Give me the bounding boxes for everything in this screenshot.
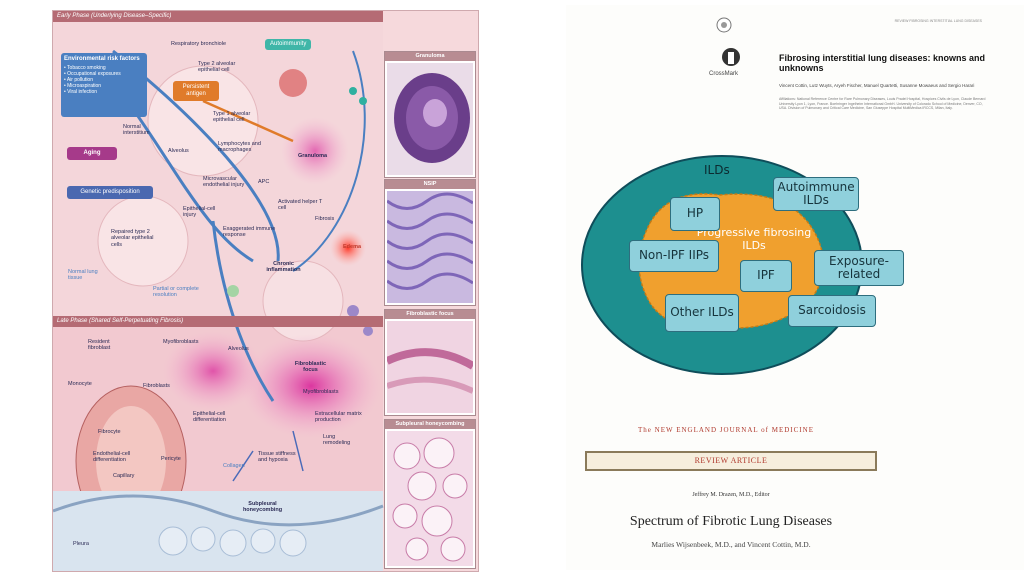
nejm-masthead: The NEW ENGLAND JOURNAL of MEDICINE (638, 426, 814, 434)
editor-line: Jeffrey M. Drazen, M.D., Editor (692, 492, 770, 498)
aging-box: Aging (67, 147, 117, 161)
early-phase-bar: Early Phase (Underlying Disease–Specific… (53, 11, 383, 22)
normal-lung-label: Normal lung tissue (68, 269, 98, 282)
granuloma-label: Granuloma (298, 153, 328, 159)
env-item: • Microaspiration (64, 83, 102, 90)
endothelial-diff-label: Endothelial-cell differentiation (93, 451, 131, 464)
env-item: • Occupational exposures (64, 71, 121, 78)
type1-cell-label: Type 1 alveolar epithelial cell (213, 111, 251, 124)
collagen-label: Collagen (223, 463, 245, 469)
env-item: • Air pollution (64, 77, 93, 84)
sarcoidosis-box: Sarcoidosis (788, 295, 876, 327)
non-ipf-iips-box: Non-IPF IIPs (629, 240, 719, 272)
alveolus-label-2: Alveolus (228, 346, 249, 352)
pericyte-label: Pericyte (161, 456, 181, 462)
review-article-banner: REVIEW ARTICLE (585, 451, 877, 471)
tissue-stiffness-label: Tissue stiffness and hypoxia (258, 451, 296, 464)
environmental-risk-box: Environmental risk factors • Tobacco smo… (61, 53, 147, 117)
journal-logo-icon (716, 17, 732, 33)
microvascular-label: Microvascular endothelial injury (203, 176, 245, 189)
crossmark-icon (722, 48, 740, 66)
env-item: • Viral infection (64, 89, 98, 96)
nejm-page: The NEW ENGLAND JOURNAL of MEDICINE REVI… (566, 410, 1024, 570)
repaired-label: Repaired type 2 alveolar epithelial cell… (111, 229, 154, 248)
granuloma-histology-image (387, 63, 473, 175)
honeycombing-histology-image (387, 431, 473, 566)
lymphocytes-label: Lymphocytes and macrophages (218, 141, 261, 154)
persistent-antigen-box: Persistent antigen (173, 81, 219, 102)
exaggerated-label: Exaggerated immune response (223, 226, 276, 239)
capillary-label: Capillary (113, 473, 135, 479)
fibroblasts-label: Fibroblasts (143, 383, 170, 389)
fibroblastic-focus-panel: Fibroblastic focus (384, 309, 476, 416)
resident-fibroblast-label: Resident fibroblast (88, 339, 111, 352)
env-title: Environmental risk factors (64, 56, 140, 62)
crossmark-label: CrossMark (709, 71, 739, 77)
fibroblastic-focus-histology-image (387, 321, 473, 413)
pleura-label: Pleura (73, 541, 89, 547)
chronic-inflammation-label: Chronic inflammation (266, 261, 301, 274)
myofibroblasts-label-2: Myofibroblasts (303, 389, 339, 395)
granuloma-panel: Granuloma (384, 51, 476, 178)
nsip-panel: NSIP (384, 179, 476, 306)
panel-title: Fibroblastic focus (385, 310, 475, 319)
subpleural-label: Subpleural honeycombing (242, 501, 283, 514)
epithelial-diff-label: Epithelial-cell differentiation (193, 411, 226, 424)
epithelial-injury-label: Epithelial-cell injury (183, 206, 216, 219)
lung-remodeling-label: Lung remodeling (323, 434, 351, 447)
nsip-histology-image (387, 191, 473, 303)
honeycombing-panel: Subpleural honeycombing (384, 419, 476, 569)
progressive-fibrosing-label: Progressive fibrosing ILDs (696, 226, 812, 252)
panel-title: Subpleural honeycombing (385, 420, 475, 429)
monocyte-label: Monocyte (68, 381, 92, 387)
panel-title: NSIP (385, 180, 475, 189)
page-header-text: REVIEW FIBROSING INTERSTITIAL LUNG DISEA… (894, 19, 982, 23)
autoimmune-ilds-box: Autoimmune ILDs (773, 177, 859, 211)
review-article-label: REVIEW ARTICLE (694, 456, 768, 465)
normal-interstitium-label: Normal interstitium (123, 124, 150, 137)
fibrocyte-label: Fibrocyte (98, 429, 121, 435)
myofibroblasts-label-1: Myofibroblasts (163, 339, 199, 345)
ipf-box: IPF (740, 260, 792, 292)
ecm-label: Extracellular matrix production (315, 411, 362, 424)
alveolus-label: Alveolus (168, 148, 189, 154)
autoimmunity-box: Autoimmunity (265, 39, 312, 51)
type2-cell-label: Type 2 alveolar epithelial cell (198, 61, 236, 74)
figure-artwork (53, 11, 384, 571)
exposure-related-box: Exposure-related (814, 250, 904, 286)
fibroblastic-focus-label: Fibroblastic focus (294, 361, 327, 374)
edema-label: Edema (343, 244, 362, 250)
genetic-box: Genetic predisposition (67, 186, 153, 200)
respiratory-bronchiole-label: Respiratory bronchiole (171, 41, 227, 47)
paper-affiliations: Affiliations: National Reference Centre … (779, 97, 986, 111)
activated-t-label: Activated helper T cell (278, 199, 323, 212)
other-ilds-box: Other ILDs (665, 294, 739, 332)
nejm-title: Spectrum of Fibrotic Lung Diseases (629, 514, 833, 529)
paper-authors: Vincent Cottin, Lutz Wuyts, Aryeh Fische… (779, 83, 975, 88)
pathogenesis-figure: Early Phase (Underlying Disease–Specific… (52, 10, 479, 572)
partial-resolution-label: Partial or complete resolution (153, 286, 199, 299)
paper-title: Fibrosing interstitial lung diseases: kn… (779, 53, 986, 74)
late-phase-bar: Late Phase (Shared Self-Perpetuating Fib… (53, 316, 383, 327)
apc-label: APC (258, 179, 270, 185)
journal-page: REVIEW FIBROSING INTERSTITIAL LUNG DISEA… (566, 5, 1024, 410)
panel-title: Granuloma (385, 52, 475, 61)
env-item: • Tobacco smoking (64, 65, 106, 72)
nejm-authors: Marlies Wijsenbeek, M.D., and Vincent Co… (651, 540, 811, 549)
ilds-label: ILDs (704, 163, 730, 177)
fibrosis-label: Fibrosis (315, 216, 335, 222)
hp-box: HP (670, 197, 720, 231)
